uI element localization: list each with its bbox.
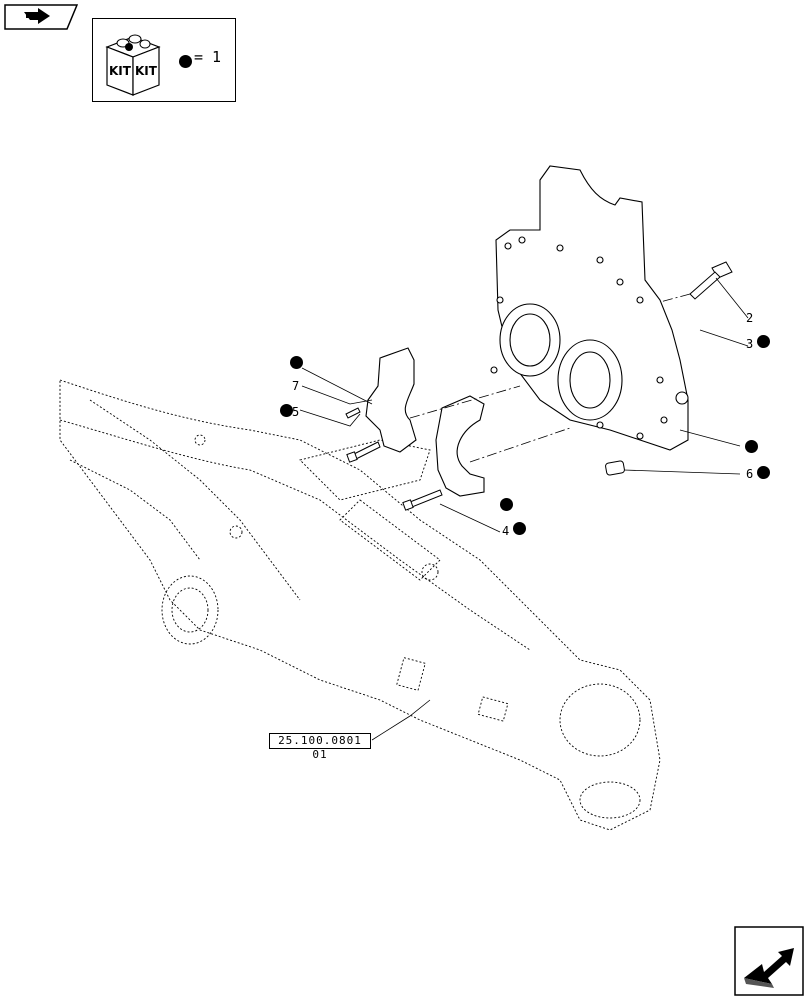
- trunnion-support: [490, 165, 689, 451]
- previous-page-button[interactable]: [4, 4, 78, 30]
- next-page-button[interactable]: [734, 926, 804, 996]
- bolt-part-4: [402, 489, 443, 511]
- kit-label-left: KIT: [109, 64, 132, 78]
- bushing-lower: [435, 395, 485, 497]
- assembly-center-lines: [409, 293, 691, 463]
- kit-bullet-icon: [757, 466, 770, 479]
- callout-2: 2: [746, 311, 754, 325]
- arrow-back-icon: [4, 4, 78, 30]
- bolt-part-5: [346, 441, 381, 463]
- callout-6: 6: [746, 467, 754, 481]
- kit-bullet-icon: [290, 356, 303, 369]
- callout-3: 3: [746, 337, 754, 351]
- pin-part-7: [345, 407, 361, 419]
- plug-part-6: [605, 460, 625, 476]
- bolt-part-2: [689, 261, 733, 300]
- kit-bullet-icon: [500, 498, 513, 511]
- kit-box-icon: KIT KIT: [105, 34, 161, 96]
- bushing-upper: [365, 347, 417, 453]
- kit-label-right: KIT: [135, 64, 158, 78]
- kit-bullet-icon: [280, 404, 293, 417]
- kit-bullet-icon: [513, 522, 526, 535]
- kit-legend: KIT KIT: [92, 18, 236, 102]
- callout-7: 7: [292, 379, 300, 393]
- callout-4: 4: [502, 524, 510, 538]
- leader-lines: [299, 277, 749, 741]
- arrow-forward-icon: [734, 926, 804, 996]
- kit-bullet-icon: [757, 335, 770, 348]
- kit-bullet-icon: [745, 440, 758, 453]
- legend-quantity: = 1: [194, 48, 222, 66]
- axle-housing-phantom: [59, 379, 661, 831]
- legend-bullet-icon: [179, 55, 192, 68]
- callout-5: 5: [292, 405, 300, 419]
- cross-reference-link[interactable]: 25.100.0801 01: [269, 733, 371, 761]
